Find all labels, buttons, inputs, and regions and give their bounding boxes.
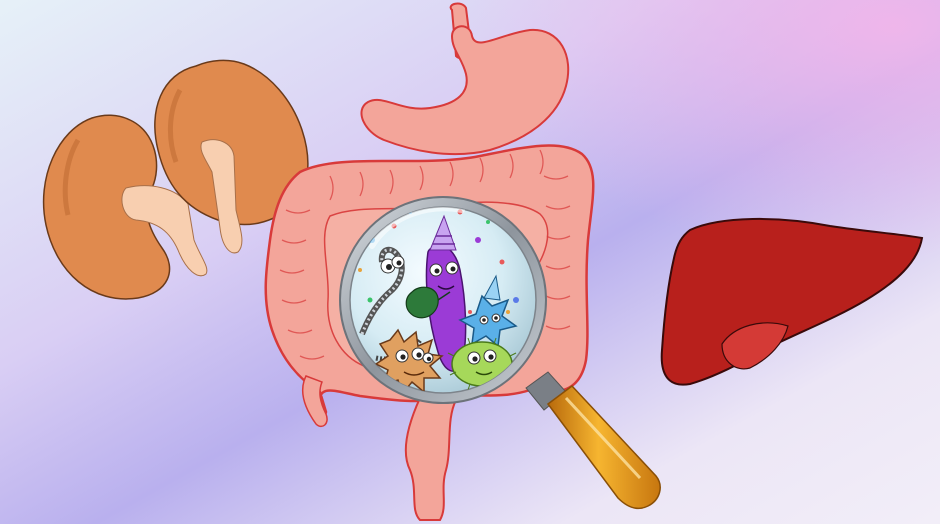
spiral-bacterium: [359, 246, 423, 362]
microbes: [358, 207, 519, 393]
magnifying-glass: [339, 196, 661, 510]
rectum: [404, 396, 458, 521]
orange-spiky-bacterium: [374, 328, 444, 393]
lime-bacterium: [447, 337, 517, 391]
liver: [660, 217, 924, 386]
green-bacterium: [405, 286, 451, 319]
blue-star-bacterium: [458, 274, 518, 348]
right-kidney: [154, 59, 309, 254]
stomach: [360, 25, 570, 156]
purple-bacterium: [425, 214, 467, 372]
magnifier-handle: [525, 371, 661, 510]
